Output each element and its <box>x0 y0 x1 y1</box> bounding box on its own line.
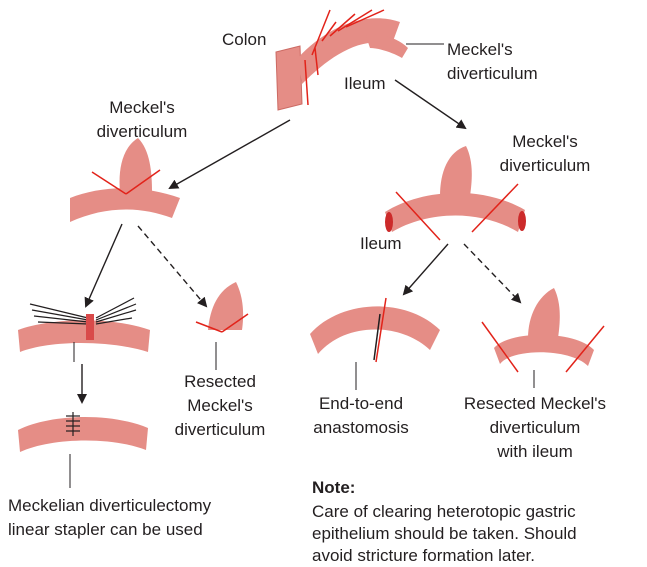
label-meckels-right-1: Meckel's <box>470 132 620 152</box>
label-ileum-top: Ileum <box>344 74 386 94</box>
label-stapler-1: Meckelian diverticulectomy <box>8 496 211 516</box>
stapled-ileum-segment <box>18 320 150 352</box>
label-resected-ileum-3: with ileum <box>440 442 630 462</box>
note-line-2: epithelium should be taken. Should <box>312 524 577 544</box>
resected-ileum-segment <box>494 335 594 366</box>
right-ileum-end-right <box>518 211 526 231</box>
label-meckels-top-1: Meckel's <box>447 40 513 60</box>
label-meckels-left-2: diverticulum <box>72 122 212 142</box>
arrow-left-to-resected <box>138 226 206 306</box>
resected-with-ileum-illustration <box>482 288 604 388</box>
label-end-to-end-1: End-to-end <box>296 394 426 414</box>
resected-ileum-diverticulum <box>528 288 560 338</box>
staple-line <box>86 314 94 340</box>
label-end-to-end-2: anastomosis <box>296 418 426 438</box>
note-line-3: avoid stricture formation later. <box>312 546 535 566</box>
label-resected-ileum-2: diverticulum <box>440 418 630 438</box>
label-meckels-right-2: diverticulum <box>470 156 620 176</box>
label-stapler-2: linear stapler can be used <box>8 520 203 540</box>
left-diverticulum-illustration <box>70 138 180 222</box>
arrow-right-to-resected-ileum <box>464 244 520 302</box>
resected-meckels-body <box>208 282 243 330</box>
label-resected-ileum-1: Resected Meckel's <box>440 394 630 414</box>
resected-meckels-illustration <box>196 282 248 370</box>
anastomosis-illustration <box>310 298 440 390</box>
label-resected-3: diverticulum <box>150 420 290 440</box>
colon-segment <box>276 46 302 110</box>
label-meckels-top-2: diverticulum <box>447 64 538 84</box>
note-line-1: Care of clearing heterotopic gastric <box>312 502 576 522</box>
arrow-top-to-right <box>395 80 465 128</box>
label-colon: Colon <box>222 30 266 50</box>
right-ileum-end-left <box>385 212 393 232</box>
label-resected-1: Resected <box>160 372 280 392</box>
left-meckels-diverticulum <box>120 138 152 192</box>
label-meckels-left-1: Meckel's <box>72 98 212 118</box>
right-meckels-diverticulum <box>440 146 472 196</box>
stapler-jaws <box>30 298 136 324</box>
label-resected-2: Meckel's <box>160 396 280 416</box>
top-bowel-illustration <box>276 10 444 110</box>
post-stapling-illustration <box>18 412 148 488</box>
note-title: Note: <box>312 478 355 498</box>
post-staple-ileum <box>18 417 148 452</box>
label-ileum-right: Ileum <box>360 234 402 254</box>
meckels-diverticulum-top <box>366 35 408 58</box>
stapler-illustration <box>18 298 150 362</box>
arrow-left-to-stapler <box>86 224 122 306</box>
arrow-right-to-anastomosis <box>404 244 448 294</box>
